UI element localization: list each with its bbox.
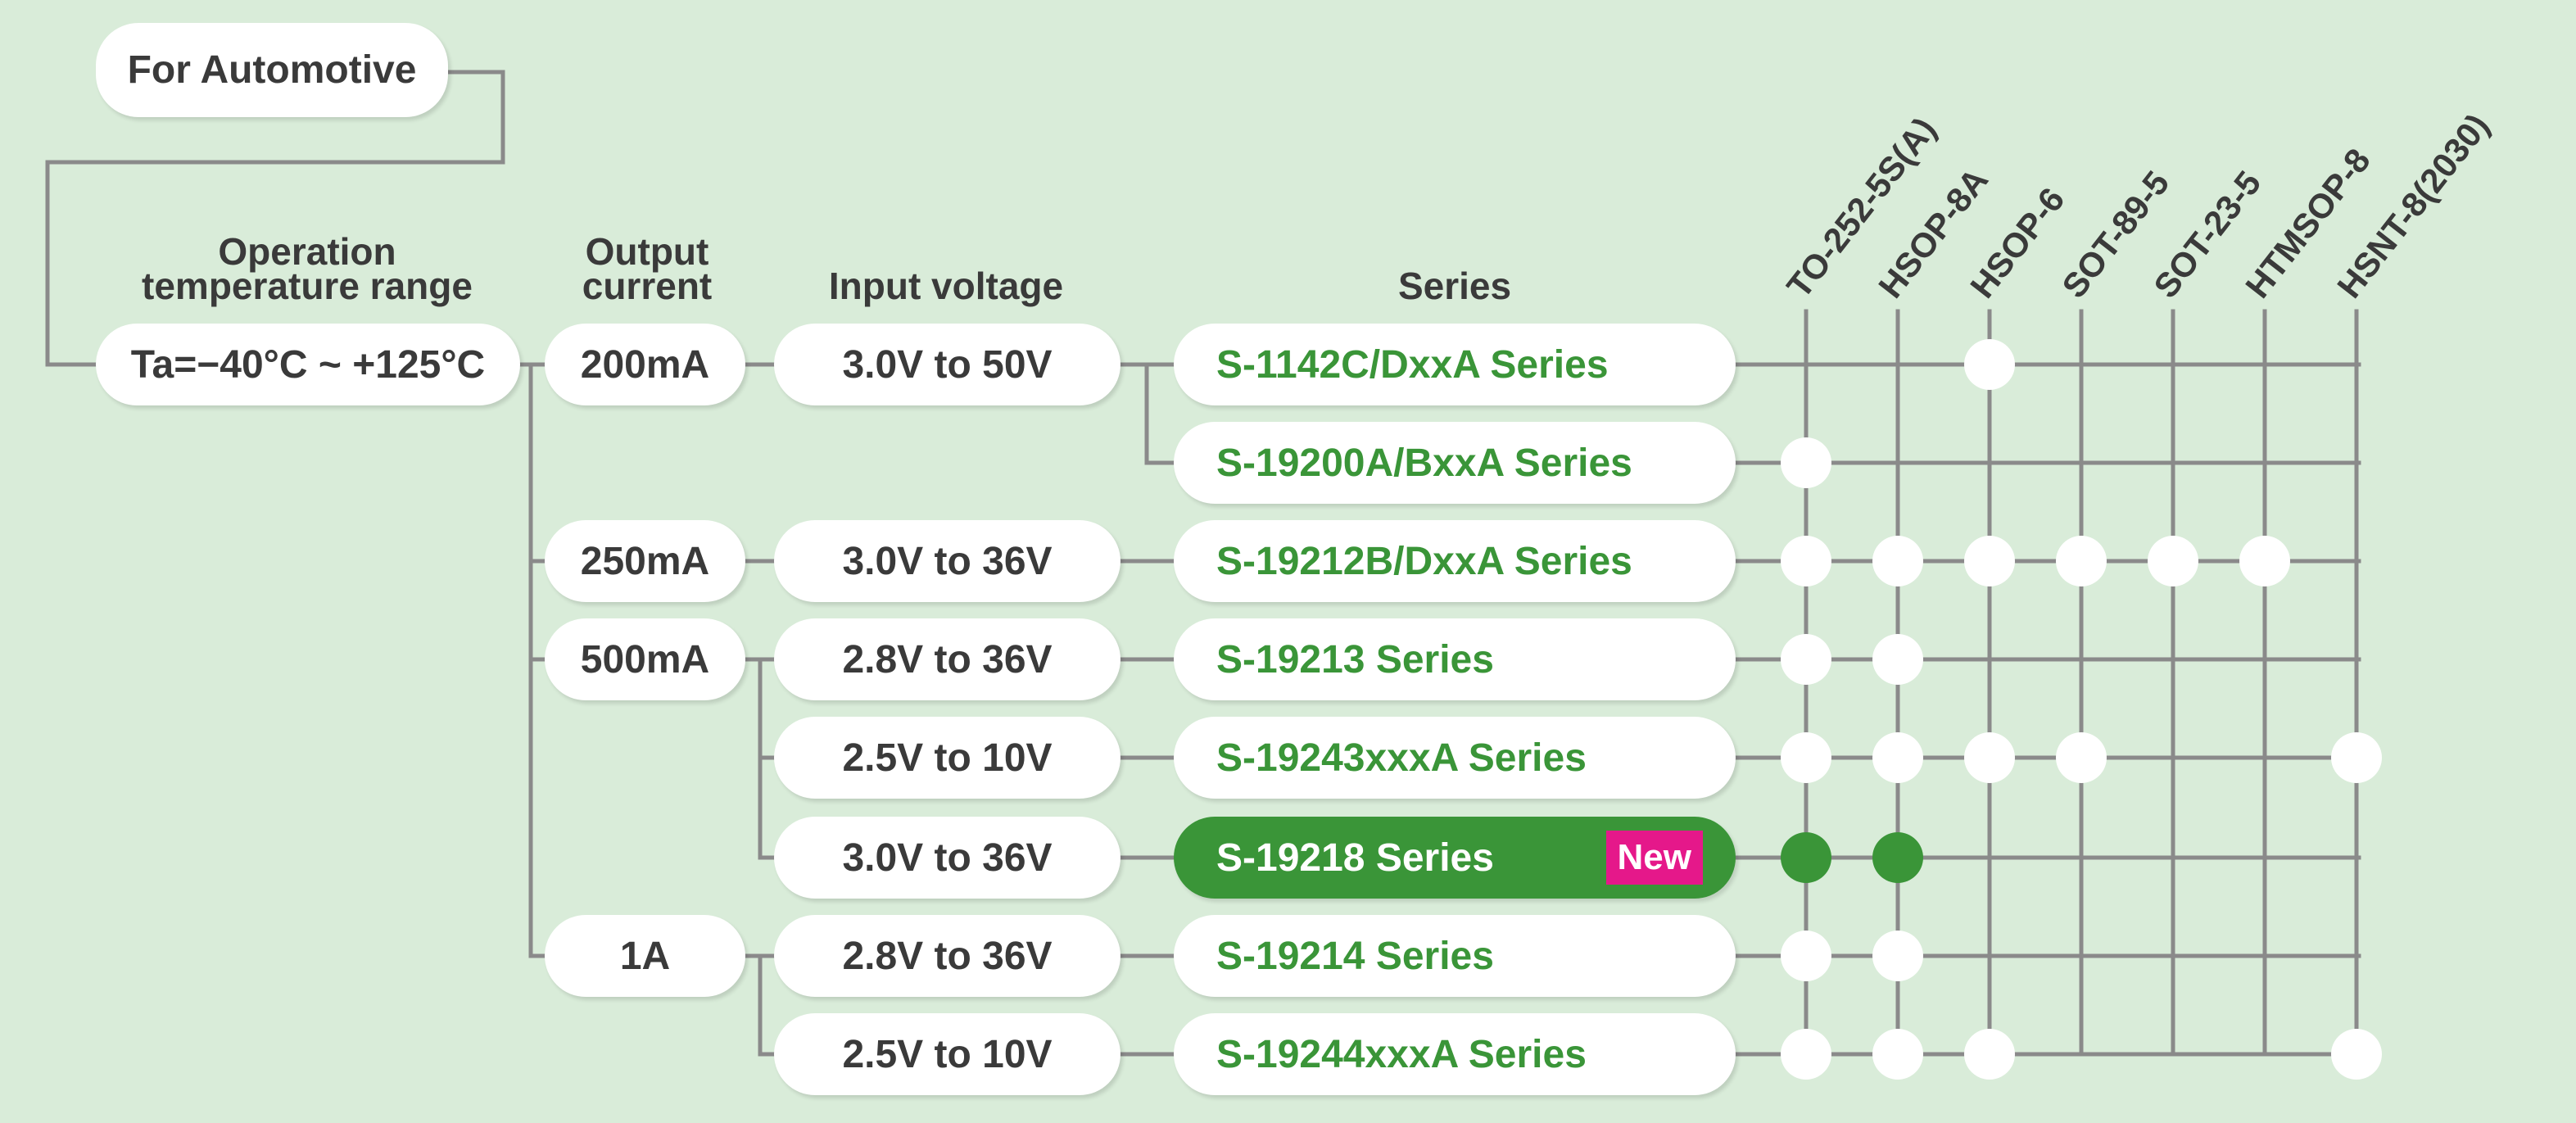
current-250ma: 250mA bbox=[545, 520, 745, 602]
package-dot-row-6-col-2 bbox=[1872, 832, 1923, 883]
package-dot-row-8-col-3 bbox=[1964, 1029, 2015, 1080]
series-s-19214[interactable]: S-19214 Series bbox=[1174, 915, 1736, 997]
package-dot-row-8-col-7 bbox=[2331, 1029, 2382, 1080]
package-dot-row-8-col-2 bbox=[1872, 1029, 1923, 1080]
package-dot-row-5-col-1 bbox=[1781, 732, 1831, 783]
package-dot-row-3-col-6 bbox=[2239, 536, 2290, 586]
header-current-line-2: current bbox=[582, 265, 713, 307]
package-dot-row-3-col-2 bbox=[1872, 536, 1923, 586]
temperature-range-pill: Ta=−40°C ~ +125°C bbox=[96, 324, 520, 405]
current-200ma: 200mA bbox=[545, 324, 745, 405]
package-dot-row-6-col-1 bbox=[1781, 832, 1831, 883]
package-dot-row-3-col-3 bbox=[1964, 536, 2015, 586]
series-s-19243xxxa[interactable]: S-19243xxxA Series bbox=[1174, 717, 1736, 799]
package-dot-row-3-col-1 bbox=[1781, 536, 1831, 586]
package-dot-row-5-col-2 bbox=[1872, 732, 1923, 783]
package-dot-row-1-col-3 bbox=[1964, 339, 2015, 390]
new-badge: New bbox=[1605, 831, 1703, 885]
package-dot-row-4-col-2 bbox=[1872, 634, 1923, 685]
series-s-19200a-bxxa[interactable]: S-19200A/BxxA Series bbox=[1174, 422, 1736, 504]
header-input-voltage: Input voltage bbox=[828, 265, 1064, 307]
package-dot-row-5-col-7 bbox=[2331, 732, 2382, 783]
current-1a: 1A bbox=[545, 915, 745, 997]
voltage-row-4: 2.8V to 36V bbox=[774, 618, 1120, 700]
header-operation-temperature: Operation temperature range bbox=[90, 230, 524, 307]
series-s-19218-label: S-19218 Series bbox=[1216, 835, 1494, 880]
voltage-row-7: 2.8V to 36V bbox=[774, 915, 1120, 997]
series-s-19212b-dxxa[interactable]: S-19212B/DxxA Series bbox=[1174, 520, 1736, 602]
header-output-current: Output current bbox=[541, 230, 754, 307]
package-dot-row-3-col-5 bbox=[2148, 536, 2198, 586]
series-s-19213[interactable]: S-19213 Series bbox=[1174, 618, 1736, 700]
for-automotive-label: For Automotive bbox=[96, 23, 448, 117]
series-s-19244xxxa[interactable]: S-19244xxxA Series bbox=[1174, 1013, 1736, 1095]
package-dot-row-3-col-4 bbox=[2056, 536, 2107, 586]
series-s-1142c-dxxa[interactable]: S-1142C/DxxA Series bbox=[1174, 324, 1736, 405]
header-series: Series bbox=[1397, 265, 1512, 307]
voltage-row-8: 2.5V to 10V bbox=[774, 1013, 1120, 1095]
package-dot-row-7-col-2 bbox=[1872, 931, 1923, 981]
package-dot-row-4-col-1 bbox=[1781, 634, 1831, 685]
voltage-row-5: 2.5V to 10V bbox=[774, 717, 1120, 799]
header-temperature-line-1: Operation bbox=[218, 230, 396, 273]
voltage-row-3: 3.0V to 36V bbox=[774, 520, 1120, 602]
package-dot-row-8-col-1 bbox=[1781, 1029, 1831, 1080]
voltage-row-1: 3.0V to 50V bbox=[774, 324, 1120, 405]
package-dot-row-5-col-3 bbox=[1964, 732, 2015, 783]
header-current-line-1: Output bbox=[585, 230, 709, 273]
package-dot-row-7-col-1 bbox=[1781, 931, 1831, 981]
header-temperature-line-2: temperature range bbox=[142, 265, 473, 307]
package-dot-row-5-col-4 bbox=[2056, 732, 2107, 783]
package-dot-row-2-col-1 bbox=[1781, 437, 1831, 488]
series-s-19218[interactable]: S-19218 Series New bbox=[1174, 817, 1736, 899]
current-500ma: 500mA bbox=[545, 618, 745, 700]
voltage-row-6: 3.0V to 36V bbox=[774, 817, 1120, 899]
